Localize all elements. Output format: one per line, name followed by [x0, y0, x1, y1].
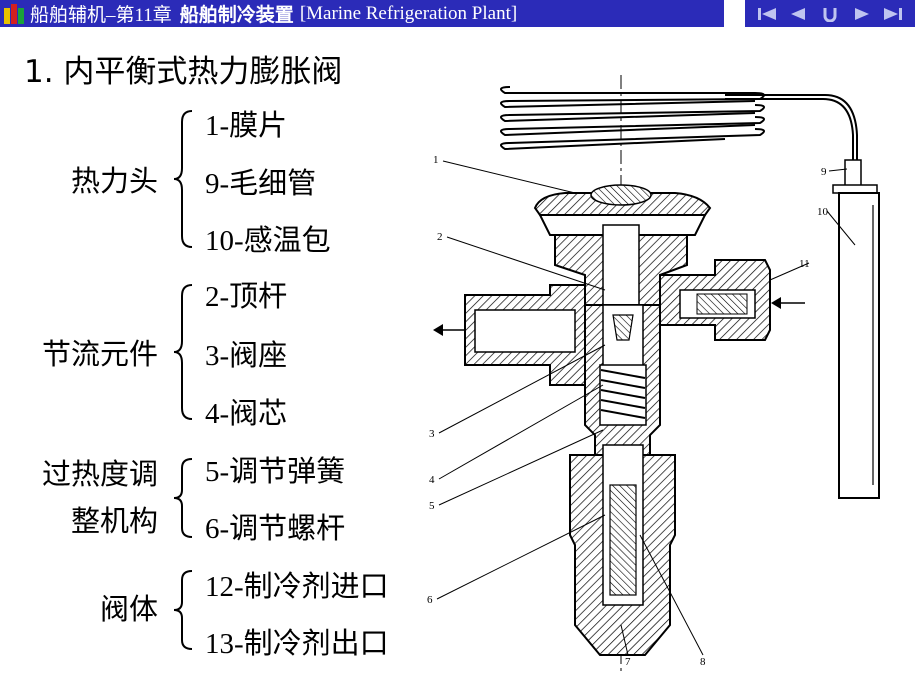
- next-slide-icon: [854, 7, 869, 20]
- list-item: 6-调节螺杆: [205, 513, 346, 545]
- previous-slide-button[interactable]: [784, 4, 812, 24]
- first-slide-button[interactable]: [753, 4, 781, 24]
- brace-icon: [173, 458, 193, 538]
- chapter-title: 船舶辅机–第11章: [30, 5, 172, 26]
- callout-label: 6: [427, 594, 433, 606]
- callout-label: 5: [429, 500, 435, 512]
- callout-label: 10: [817, 206, 829, 218]
- group-label-thermal-head: 热力头: [70, 164, 158, 198]
- list-item: 12-制冷剂进口: [205, 571, 389, 603]
- callout-label: 3: [429, 428, 435, 440]
- english-title: [Marine Refrigeration Plant]: [299, 2, 518, 24]
- list-item: 10-感温包: [205, 225, 331, 257]
- list-item: 13-制冷剂出口: [205, 628, 389, 660]
- slide-heading: 1. 内平衡式热力膨胀阀: [24, 54, 343, 90]
- topic-title: 船舶制冷装置: [179, 4, 294, 26]
- first-slide-icon: [757, 7, 776, 20]
- logo-icon: [0, 0, 30, 27]
- list-item: 9-毛细管: [205, 168, 317, 200]
- list-item: 2-顶杆: [205, 281, 288, 313]
- group-label-superheat-line2: 整机构: [70, 504, 158, 538]
- sensing-bulb: [832, 135, 880, 499]
- expansion-valve-diagram: 1 2 3 4 5 6 7 8 9 10 11: [427, 75, 880, 675]
- list-item: 4-阀芯: [205, 398, 288, 430]
- group-label-throttle: 节流元件: [41, 337, 158, 371]
- callout-label: 2: [437, 231, 443, 243]
- last-slide-button[interactable]: [879, 4, 907, 24]
- list-item: 5-调节弹簧: [205, 456, 346, 488]
- callout-label: 11: [799, 258, 810, 270]
- last-slide-icon: [884, 7, 903, 20]
- callout-label: 1: [433, 154, 439, 166]
- brace-icon: [173, 110, 193, 248]
- callout-label: 9: [821, 166, 827, 178]
- slide-navigation: [745, 0, 915, 27]
- title-bar: 船舶辅机–第11章 船舶制冷装置 [Marine Refrigeration P…: [0, 0, 724, 27]
- brace-icon: [173, 570, 193, 650]
- previous-slide-icon: [791, 7, 806, 20]
- group-label-superheat-line1: 过热度调: [41, 457, 158, 491]
- brace-icon: [173, 284, 193, 420]
- group-label-valve-body: 阀体: [99, 592, 158, 626]
- list-item: 1-膜片: [205, 110, 288, 142]
- callout-label: 7: [625, 656, 631, 668]
- slide-header: 船舶辅机–第11章 船舶制冷装置 [Marine Refrigeration P…: [0, 0, 920, 28]
- callout-label: 8: [700, 656, 706, 668]
- list-item: 3-阀座: [205, 340, 288, 372]
- return-icon: [823, 7, 837, 22]
- return-button[interactable]: [816, 4, 844, 24]
- next-slide-button[interactable]: [848, 4, 876, 24]
- callout-label: 4: [429, 474, 435, 486]
- capillary-coil: [500, 86, 858, 160]
